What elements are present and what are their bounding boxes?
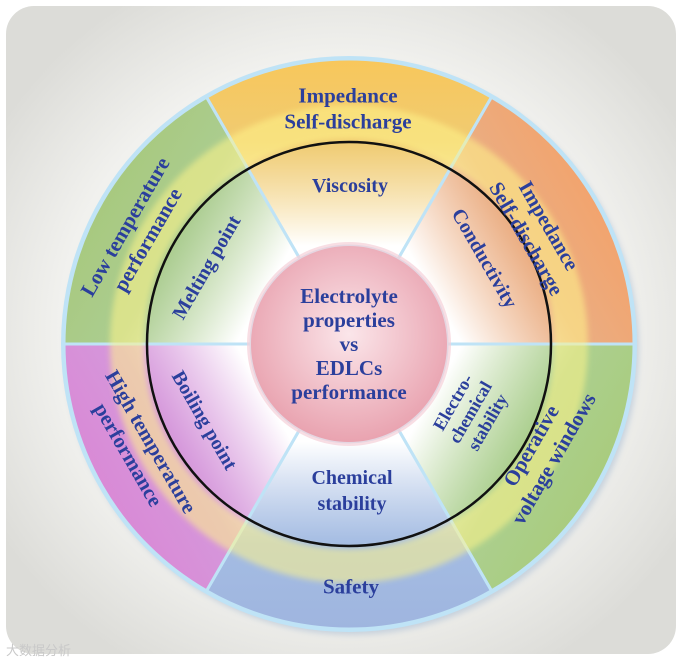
outer-label-top-line: Self-discharge <box>284 109 411 133</box>
glow-band <box>110 105 588 583</box>
outer-label-top-line: Impedance <box>298 83 397 107</box>
divider-circle <box>145 140 553 548</box>
center-label-line: performance <box>291 380 406 404</box>
center-label-line: EDLCs <box>316 356 383 380</box>
center-label-line: Electrolyte <box>300 284 398 308</box>
inner-label-top-line: Viscosity <box>312 175 388 197</box>
inner-label-bottom-line: Chemical <box>311 467 393 489</box>
inner-label-bottom: Chemical stability <box>311 467 393 515</box>
center-label-line: vs <box>340 332 359 356</box>
center-label-line: properties <box>303 308 395 332</box>
outer-label-bottom: Safety <box>323 574 379 598</box>
center-circle <box>251 246 447 442</box>
inner-label-top: Viscosity <box>312 175 388 197</box>
watermark-text: 大数据分析 <box>6 644 72 659</box>
outer-label-bottom-line: Safety <box>323 574 379 598</box>
inner-label-bottom-line: stability <box>318 493 387 515</box>
